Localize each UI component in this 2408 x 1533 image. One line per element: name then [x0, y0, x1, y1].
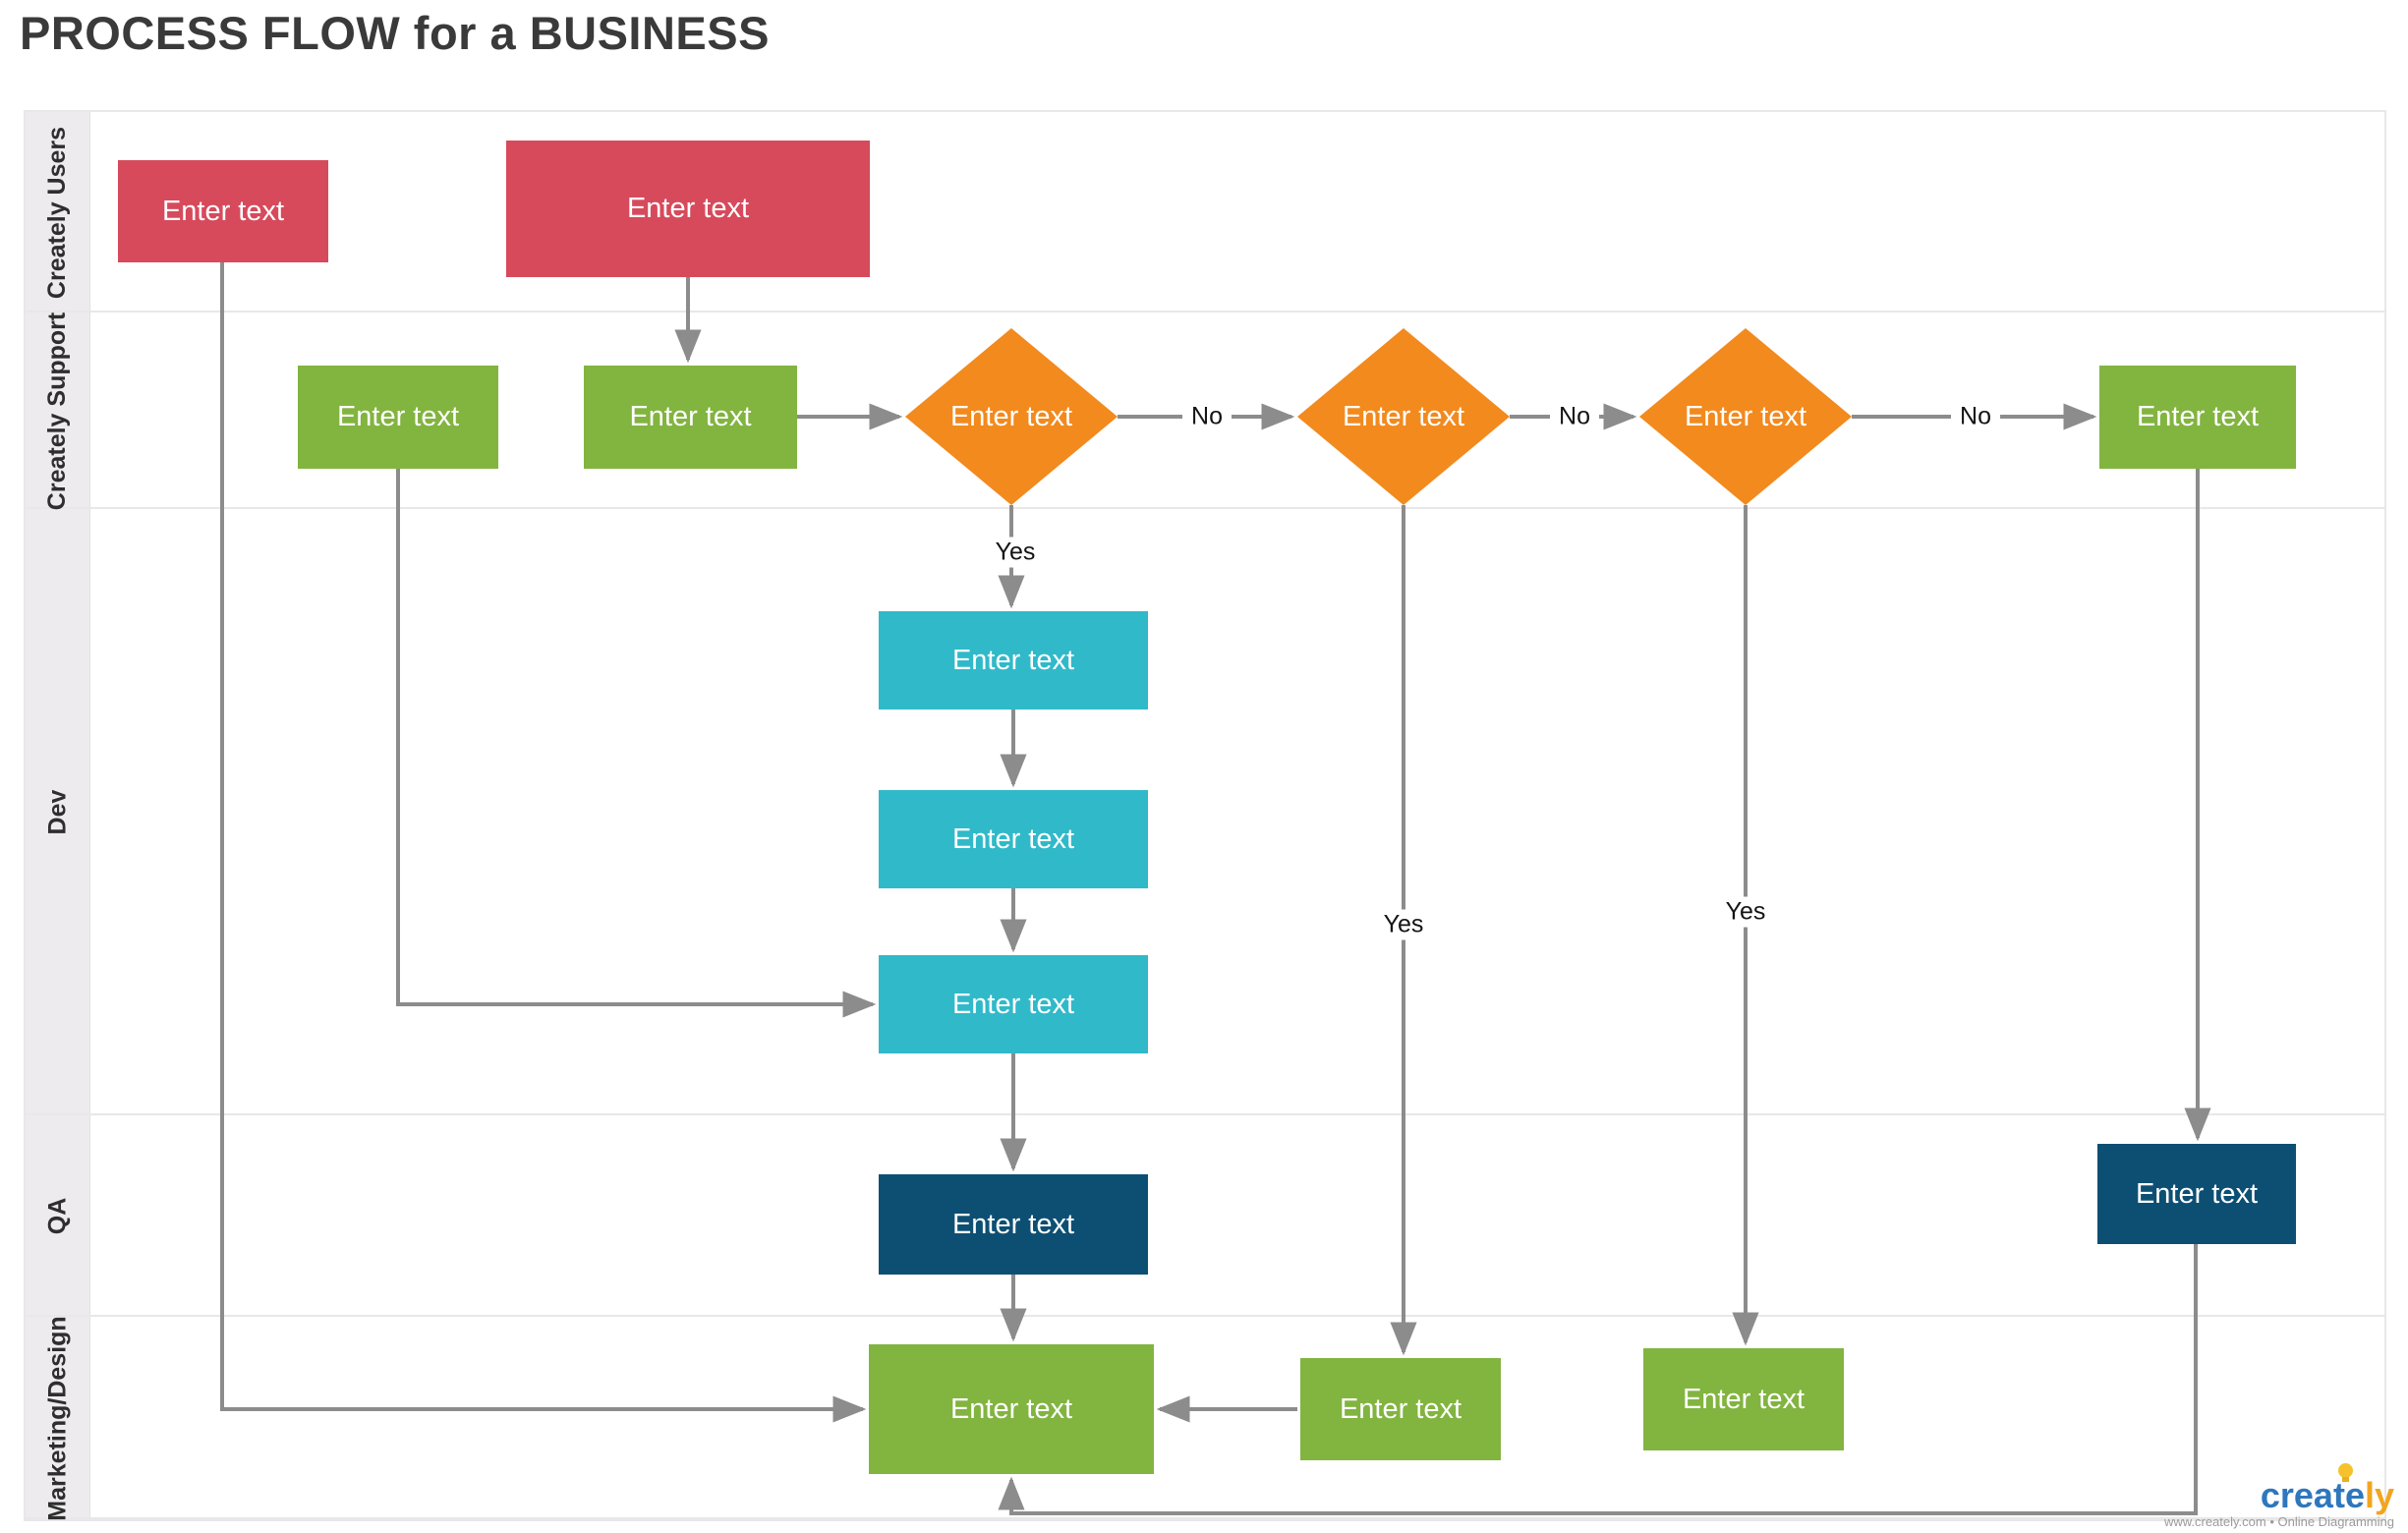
edge-qa-right-feedback	[998, 1244, 2198, 1515]
lane-dev	[26, 509, 2384, 1115]
creately-logo-text[interactable]: creately	[2261, 1463, 2394, 1513]
page-title: PROCESS FLOW for a BUSINESS	[20, 7, 770, 59]
edge-label-yes-2: Yes	[1374, 909, 1433, 940]
edge-label-no-2: No	[1550, 401, 1599, 432]
edge-label-yes-3: Yes	[1716, 896, 1775, 928]
edge-user-start-to-marketing-main	[220, 262, 867, 1423]
lane-label-strip	[26, 112, 90, 1519]
node-marketing-3[interactable]: Enter text	[1643, 1348, 1844, 1450]
swimlane-container: Creately Users Creately Support Dev QA M…	[24, 110, 2386, 1521]
lane-marketing-design	[26, 1317, 2384, 1519]
edge-label-yes-1: Yes	[986, 537, 1045, 568]
node-qa-main[interactable]: Enter text	[879, 1174, 1148, 1275]
edge-label-no-1: No	[1182, 401, 1232, 432]
node-marketing-2[interactable]: Enter text	[1300, 1358, 1501, 1460]
lane-creately-support	[26, 312, 2384, 509]
edge-label-no-3: No	[1951, 401, 2000, 432]
creately-tagline: www.creately.com • Online Diagramming	[2163, 1514, 2394, 1529]
node-qa-right[interactable]: Enter text	[2097, 1144, 2296, 1244]
node-dev-3[interactable]: Enter text	[879, 955, 1148, 1053]
node-support-mid[interactable]: Enter text	[584, 366, 797, 469]
node-user-main[interactable]: Enter text	[506, 141, 870, 277]
lightbulb-icon	[2338, 1463, 2353, 1482]
node-user-start[interactable]: Enter text	[118, 160, 328, 262]
node-marketing-main[interactable]: Enter text	[869, 1344, 1154, 1474]
node-dev-2[interactable]: Enter text	[879, 790, 1148, 888]
edge-support-left-to-dev3	[396, 469, 877, 1018]
creately-logo[interactable]: creately www.creately.com • Online Diagr…	[2163, 1463, 2394, 1529]
lane-creately-users	[26, 112, 2384, 312]
node-support-right[interactable]: Enter text	[2099, 366, 2296, 469]
lane-qa	[26, 1115, 2384, 1317]
node-support-left[interactable]: Enter text	[298, 366, 498, 469]
node-dev-1[interactable]: Enter text	[879, 611, 1148, 710]
